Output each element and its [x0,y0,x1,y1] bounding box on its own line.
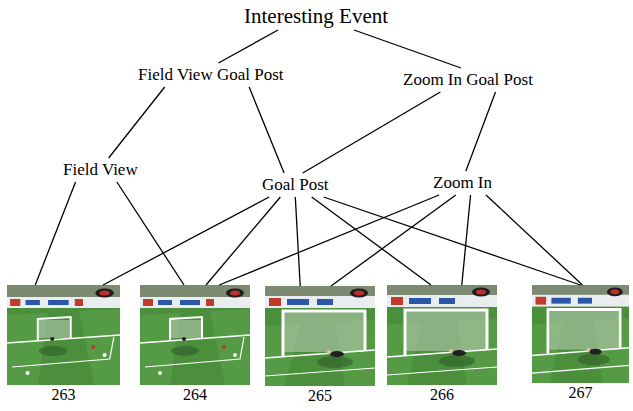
tree-edge [206,197,280,285]
tree-edge [219,195,439,285]
video-frame [532,285,629,383]
node-label: Field View Goal Post [138,65,284,85]
tree-edge [312,197,431,285]
tree-edge [462,195,471,285]
video-frame [265,286,375,386]
concept-node: Field View [59,158,142,182]
tree-edge [486,195,582,285]
concept-node: Zoom In [429,171,496,195]
video-frame [7,285,120,385]
frame-number: 267 [532,384,629,402]
node-label: Interesting Event [244,4,388,28]
video-frame [140,285,250,385]
frame-node: 267 [532,285,629,402]
node-label: Field View [63,160,138,180]
frame-node: 266 [387,285,497,404]
frame-area [265,286,375,386]
tree-edge [466,92,496,171]
frame-number: 266 [387,386,497,404]
tree-edge [249,87,284,173]
frame-area [532,285,629,383]
video-frame [387,285,497,385]
tree-edge [303,92,441,173]
tree-edge [35,182,75,285]
concept-node: Field View Goal Post [134,63,288,87]
tree-edge [103,197,269,285]
concept-node: Goal Post [258,173,333,197]
tree-edge [331,195,456,286]
frame-area [387,285,497,385]
frame-area [140,285,250,385]
frame-node: 263 [7,285,120,404]
node-label: Zoom In [433,173,492,193]
frame-node: 265 [265,286,375,405]
frame-number: 263 [7,386,120,404]
frame-area [7,285,120,385]
tree-edge [117,182,184,285]
frame-number: 264 [140,386,250,404]
tree-edge [295,197,300,286]
tree-edge [218,30,278,63]
frame-node: 264 [140,285,250,404]
concept-node: Interesting Event [240,2,392,30]
node-label: Goal Post [262,175,329,195]
node-label: Zoom In Goal Post [403,70,533,90]
concept-node: Zoom In Goal Post [399,68,537,92]
tree-edge [109,87,165,158]
tree-edge [324,197,581,285]
tree-edge [354,30,461,68]
frame-number: 265 [265,387,375,405]
